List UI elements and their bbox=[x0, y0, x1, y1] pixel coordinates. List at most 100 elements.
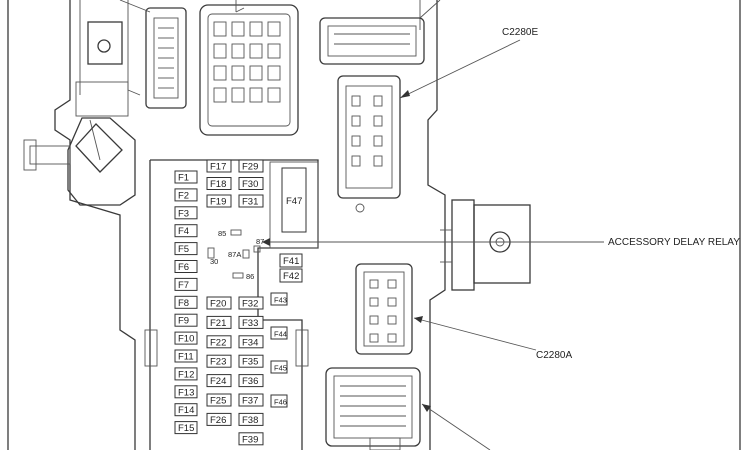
fuse-f34 bbox=[238, 335, 264, 349]
fuse-f26 bbox=[206, 412, 232, 426]
fuse-label-f11: F11 bbox=[178, 352, 194, 363]
fuse-f9 bbox=[174, 313, 198, 327]
fuse-label-f17: F17 bbox=[210, 162, 226, 173]
relay-pin-87: 87 bbox=[256, 237, 264, 246]
connector-top-center bbox=[199, 0, 299, 136]
fuse-f11 bbox=[174, 349, 198, 363]
fuse-f31 bbox=[238, 194, 264, 208]
fuse-f25 bbox=[206, 393, 232, 407]
fuse-box-outline bbox=[7, 0, 741, 450]
fuse-f24 bbox=[206, 374, 232, 388]
bottom-leader-line bbox=[421, 403, 491, 450]
fuse-f17 bbox=[206, 159, 232, 173]
fuse-label-f35: F35 bbox=[242, 357, 258, 368]
fuse-f45 bbox=[270, 360, 288, 374]
fuse-f36 bbox=[238, 374, 264, 388]
c2280a-label: C2280A bbox=[536, 350, 572, 361]
fuse-label-f9: F9 bbox=[178, 316, 189, 327]
fuse-label-f12: F12 bbox=[178, 369, 194, 380]
fuse-f47 bbox=[281, 167, 307, 233]
fuse-label-f31: F31 bbox=[242, 197, 258, 208]
fuse-label-f19: F19 bbox=[210, 197, 226, 208]
fuse-label-f7: F7 bbox=[178, 280, 189, 291]
fuse-f10 bbox=[174, 331, 198, 345]
fuse-f20 bbox=[206, 296, 232, 310]
fuse-f37 bbox=[238, 393, 264, 407]
fuse-label-f18: F18 bbox=[210, 179, 226, 190]
fuse-f43 bbox=[270, 292, 288, 306]
connector-c2280a bbox=[355, 263, 413, 355]
fuse-f42: F42 bbox=[279, 268, 303, 283]
fuse-label-f23: F23 bbox=[210, 357, 226, 368]
fuse-label-f5: F5 bbox=[178, 244, 189, 255]
fuse-f18 bbox=[206, 177, 232, 190]
fuse-f32 bbox=[238, 296, 264, 310]
fuse-label-f21: F21 bbox=[210, 318, 226, 329]
fuse-label-f45: F45 bbox=[274, 364, 287, 373]
fuse-label-f32: F32 bbox=[242, 299, 258, 310]
fuse-label-f33: F33 bbox=[242, 318, 258, 329]
fuse-f5 bbox=[174, 242, 198, 256]
fuse-label-f42: F42 bbox=[283, 271, 299, 282]
fuse-f21 bbox=[206, 315, 232, 329]
fuse-label-f20: F20 bbox=[210, 299, 226, 310]
fuse-label-f37: F37 bbox=[242, 396, 258, 407]
fuse-label-f36: F36 bbox=[242, 376, 258, 387]
fuse-label-f25: F25 bbox=[210, 396, 226, 407]
fuse-f1 bbox=[174, 170, 198, 184]
fuse-label-f43: F43 bbox=[274, 296, 287, 305]
accessory-relay-label: ACCESSORY DELAY RELAY bbox=[608, 237, 740, 248]
fuse-label-f1: F1 bbox=[178, 173, 189, 184]
connector-top-left bbox=[119, 0, 187, 109]
fuse-label-f44: F44 bbox=[274, 330, 287, 339]
fuse-f39 bbox=[238, 432, 264, 446]
fuse-label-f22: F22 bbox=[210, 337, 226, 348]
fuse-f22 bbox=[206, 335, 232, 349]
fuse-label-f30: F30 bbox=[242, 179, 258, 190]
fuse-f8 bbox=[174, 295, 198, 309]
fuse-label-f34: F34 bbox=[242, 337, 258, 348]
fuse-f38 bbox=[238, 412, 264, 426]
fuse-f12 bbox=[174, 367, 198, 381]
fuse-label-f13: F13 bbox=[178, 387, 194, 398]
fuse-label-f24: F24 bbox=[210, 376, 226, 387]
fuse-f2 bbox=[174, 188, 198, 202]
right-mounting-bracket bbox=[440, 199, 531, 291]
fuse-label-f29: F29 bbox=[242, 162, 258, 173]
fuse-f19 bbox=[206, 194, 232, 208]
fuse-label-f46: F46 bbox=[274, 398, 287, 407]
fuse-f46 bbox=[270, 394, 288, 408]
fuse-f7 bbox=[174, 277, 198, 291]
fuse-panel bbox=[144, 159, 319, 450]
c2280a-leader-line bbox=[413, 317, 537, 351]
fuse-label-f47: F47 bbox=[286, 196, 302, 207]
relay-pin-85: 85 bbox=[218, 229, 226, 238]
relay-pin-30: 30 bbox=[210, 257, 218, 266]
fuse-f35 bbox=[238, 354, 264, 368]
fuse-f33 bbox=[238, 315, 264, 329]
relay-arrowhead bbox=[262, 238, 270, 246]
fuse-f14 bbox=[174, 403, 198, 417]
fuse-label-f4: F4 bbox=[178, 226, 189, 237]
fuse-f6 bbox=[174, 260, 198, 273]
c2280e-arrowhead bbox=[400, 90, 410, 98]
c2280e-leader-line bbox=[399, 39, 521, 99]
fuse-label-f6: F6 bbox=[178, 262, 189, 273]
left-mounting-bracket bbox=[23, 21, 136, 206]
fuse-f13 bbox=[174, 385, 198, 399]
fuse-f30 bbox=[238, 177, 264, 190]
connector-top-right bbox=[319, 0, 441, 65]
fuse-label-f14: F14 bbox=[178, 405, 194, 416]
fuse-label-f15: F15 bbox=[178, 423, 194, 434]
fuse-f23 bbox=[206, 354, 232, 368]
accessory-delay-relay: F47 85 87 30 87A 86 bbox=[207, 161, 319, 281]
fuse-label-f8: F8 bbox=[178, 298, 189, 309]
connector-bottom bbox=[325, 367, 421, 450]
